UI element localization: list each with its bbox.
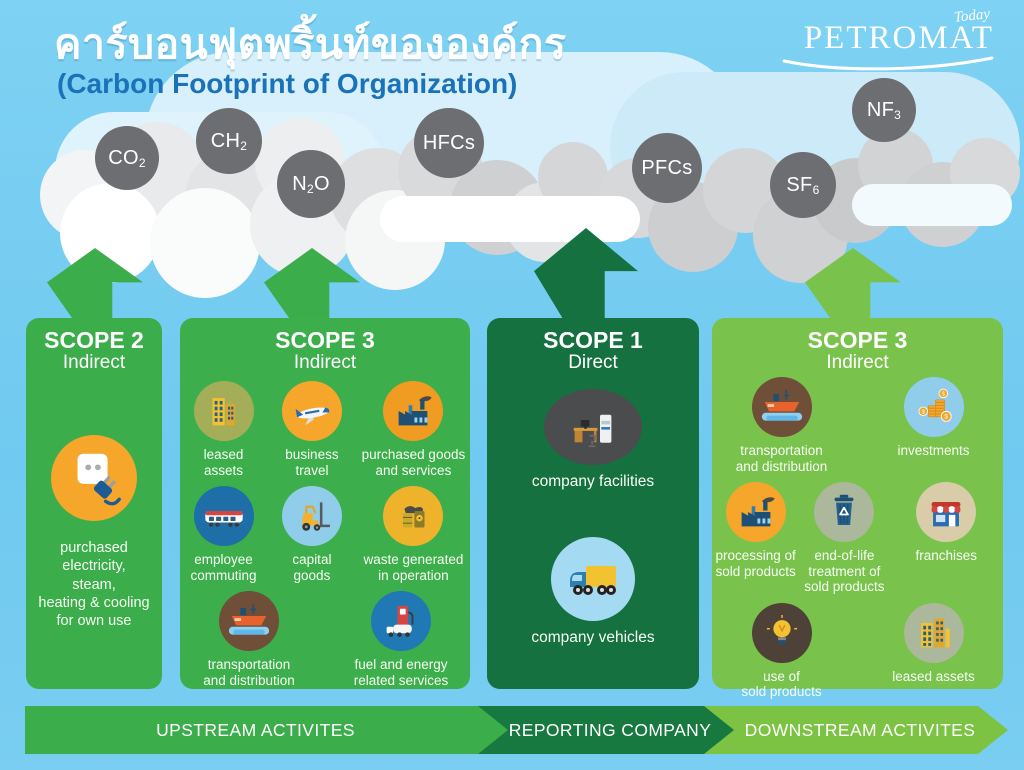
fuel-pump-icon bbox=[371, 591, 431, 652]
list-item: purchased goods and services bbox=[357, 381, 470, 478]
ship-icon bbox=[219, 591, 279, 652]
logo-name: PETROMAT bbox=[803, 20, 994, 56]
item-label: waste generated in operation bbox=[363, 552, 464, 583]
item-label: employee commuting bbox=[190, 552, 257, 583]
list-item: end-of-life treatment of sold products bbox=[799, 482, 889, 595]
scope1-kind: Direct bbox=[568, 351, 618, 373]
list-item: company facilities bbox=[487, 389, 699, 491]
segment-label: DOWNSTREAM ACTIVITES bbox=[744, 719, 976, 740]
gas-hfcs: HFCs bbox=[414, 108, 484, 178]
list-item: transportation and distribution bbox=[713, 377, 851, 474]
gas-formula: HFCs bbox=[422, 131, 476, 154]
gas-formula: CH bbox=[210, 129, 241, 152]
item-label: transportation and distribution bbox=[735, 443, 828, 474]
item-label: transportation and distribution bbox=[203, 657, 295, 688]
list-item: company vehicles bbox=[487, 507, 699, 647]
recycle-bin-icon bbox=[814, 482, 875, 543]
petromat-logo: Today PETROMAT bbox=[779, 6, 994, 78]
list-item: capital goods bbox=[267, 486, 357, 583]
ship-icon bbox=[751, 377, 812, 438]
svg-text:$: $ bbox=[944, 414, 948, 421]
scope1-title: SCOPE 1 bbox=[543, 327, 643, 353]
segment-label: REPORTING COMPANY bbox=[508, 719, 712, 740]
item-label: investments bbox=[897, 443, 970, 459]
downstream-activities-segment: DOWNSTREAM ACTIVITES bbox=[704, 706, 1008, 754]
gas-formula: N bbox=[292, 172, 307, 195]
list-item: business travel bbox=[267, 381, 357, 478]
cloud-band bbox=[380, 196, 640, 242]
factory-icon bbox=[383, 381, 444, 442]
item-label: processing of sold products bbox=[715, 548, 796, 579]
scope3-downstream-panel: SCOPE 3 Indirect transportation and dist… bbox=[712, 318, 1003, 699]
gas-formula: CO bbox=[108, 146, 139, 169]
upstream-activities-segment: UPSTREAM ACTIVITES bbox=[25, 706, 508, 754]
scope2-item-label: purchased electricity, steam, heating & … bbox=[38, 540, 150, 629]
scope3-downstream-title: SCOPE 3 bbox=[807, 327, 908, 353]
lightbulb-icon bbox=[751, 602, 812, 663]
page-title-thai: คาร์บอนฟุตพริ้นท์ขององค์กร bbox=[54, 21, 567, 67]
scope1-panel: SCOPE 1 Direct company facilities bbox=[487, 318, 699, 689]
list-item: leased assets bbox=[180, 381, 267, 478]
truck-icon bbox=[551, 537, 635, 622]
scope2-panel: SCOPE 2 Indirect purchased electricity, … bbox=[26, 318, 162, 689]
scope3-downstream-kind: Indirect bbox=[826, 351, 889, 373]
cloud-band bbox=[852, 184, 1012, 226]
scope2-title: SCOPE 2 bbox=[44, 327, 144, 353]
plug-icon bbox=[51, 435, 137, 522]
coins-icon: $ $ $ bbox=[903, 377, 964, 438]
scope3-upstream-panel: SCOPE 3 Indirect leased assets bbox=[180, 318, 470, 689]
gas-formula: PFCs bbox=[641, 156, 693, 179]
item-label: purchased goods and services bbox=[361, 447, 466, 478]
list-item: fuel and energy related services bbox=[332, 591, 470, 688]
item-label: fuel and energy related services bbox=[353, 657, 449, 688]
list-item: use of sold products bbox=[713, 602, 851, 700]
forklift-icon bbox=[281, 486, 342, 547]
gas-formula: NF bbox=[866, 98, 895, 121]
item-label: business travel bbox=[285, 447, 339, 478]
airplane-icon bbox=[281, 381, 342, 442]
gas-pfcs: PFCs bbox=[632, 133, 702, 203]
item-label: capital goods bbox=[292, 552, 332, 583]
list-item: employee commuting bbox=[180, 486, 267, 583]
item-label: leased assets bbox=[892, 668, 975, 684]
item-label: use of sold products bbox=[741, 668, 822, 700]
segment-label: UPSTREAM ACTIVITES bbox=[156, 719, 355, 740]
scope3-upstream-title: SCOPE 3 bbox=[275, 327, 375, 353]
item-label: company vehicles bbox=[531, 629, 655, 647]
item-label: company facilities bbox=[531, 473, 655, 491]
item-label: leased assets bbox=[203, 447, 244, 478]
office-icon bbox=[544, 389, 642, 466]
list-item: processing of sold products bbox=[712, 482, 799, 595]
train-icon bbox=[193, 486, 254, 547]
gas-formula: SF bbox=[786, 173, 813, 196]
gas-formula: O bbox=[313, 172, 330, 195]
page-title-english: (Carbon Footprint of Organization) bbox=[57, 68, 518, 99]
scope3-upstream-kind: Indirect bbox=[293, 351, 357, 373]
list-item: $ $ $ investments bbox=[865, 377, 1003, 474]
list-item: transportation and distribution bbox=[180, 591, 318, 688]
svg-text:$: $ bbox=[921, 410, 925, 416]
waste-icon bbox=[383, 486, 444, 547]
building-icon bbox=[193, 381, 254, 442]
activity-flow-bar: UPSTREAM ACTIVITES REPORTING COMPANY DOW… bbox=[25, 706, 1008, 754]
storefront-icon bbox=[916, 482, 977, 543]
logo-wave-icon bbox=[782, 56, 994, 71]
item-label: end-of-life treatment of sold products bbox=[804, 548, 885, 595]
item-label: franchises bbox=[915, 548, 977, 564]
svg-text:$: $ bbox=[941, 392, 945, 398]
scope2-kind: Indirect bbox=[62, 351, 126, 373]
list-item: franchises bbox=[890, 482, 1003, 595]
factory-icon bbox=[725, 482, 786, 543]
cloud-puff bbox=[150, 188, 260, 298]
buildings-icon bbox=[903, 602, 964, 663]
list-item: waste generated in operation bbox=[357, 486, 470, 583]
list-item: leased assets bbox=[865, 602, 1003, 700]
reporting-company-segment: REPORTING COMPANY bbox=[478, 706, 734, 754]
